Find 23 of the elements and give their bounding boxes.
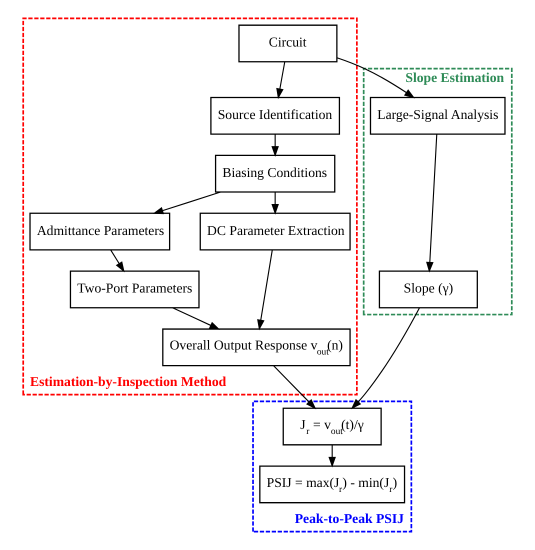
arrow	[328, 444, 336, 468]
node-box: Slope (γ)	[378, 270, 478, 308]
node-box: Two-Port Parameters	[70, 270, 200, 308]
arrow	[257, 250, 273, 330]
node-box: Admittance Parameters	[29, 212, 170, 251]
arrow	[426, 134, 438, 273]
node-box: Circuit	[238, 24, 338, 62]
arrow	[110, 250, 125, 272]
node-box: Biasing Conditions	[214, 154, 336, 193]
arrow	[152, 192, 221, 214]
arrow	[351, 308, 420, 410]
node-box: Source Identification	[210, 96, 340, 135]
arrow	[172, 307, 220, 330]
node-box: Large-Signal Analysis	[370, 96, 506, 135]
arrow	[337, 57, 415, 98]
arrow	[273, 365, 316, 410]
node-box: PSIJ = max(J$_{r}$) - min(J$_{r}$)	[259, 465, 406, 504]
arrow	[271, 134, 279, 157]
node-box: Overall Output Response v$_{out}$(n)	[162, 328, 351, 366]
arrow	[276, 62, 286, 100]
node-box: DC Parameter Extraction	[200, 212, 351, 251]
arrow	[271, 192, 279, 215]
node-box: J$_{r}$ = v$_{out}$(t)/γ	[282, 408, 382, 446]
